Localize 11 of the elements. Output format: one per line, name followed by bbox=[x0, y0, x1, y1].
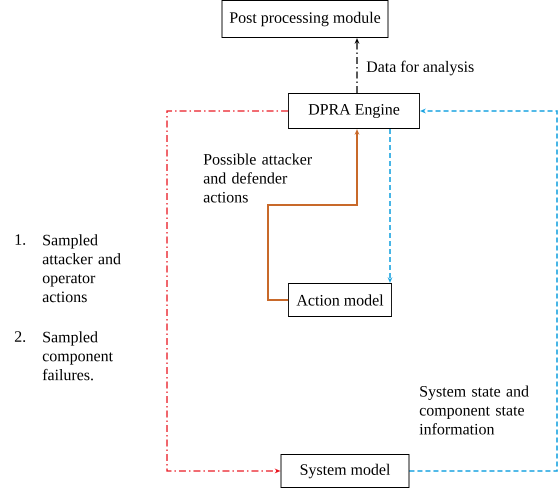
list-number: 2. bbox=[14, 331, 26, 342]
edge-label: Data for analysis bbox=[365, 60, 476, 76]
list-item: Sampled attacker and operator actions bbox=[42, 234, 121, 302]
process-box: System model bbox=[280, 454, 410, 488]
process-box: Action model bbox=[288, 283, 392, 317]
edge-label: System state and component state information bbox=[418, 384, 548, 436]
process-box: Post processing module bbox=[222, 0, 388, 38]
edge-label: Possible attacker and defender actions bbox=[202, 152, 326, 204]
list-number: 1. bbox=[16, 234, 26, 245]
process-box: DPRA Engine bbox=[288, 93, 420, 129]
list-item: Sampled component failures. bbox=[42, 331, 113, 380]
